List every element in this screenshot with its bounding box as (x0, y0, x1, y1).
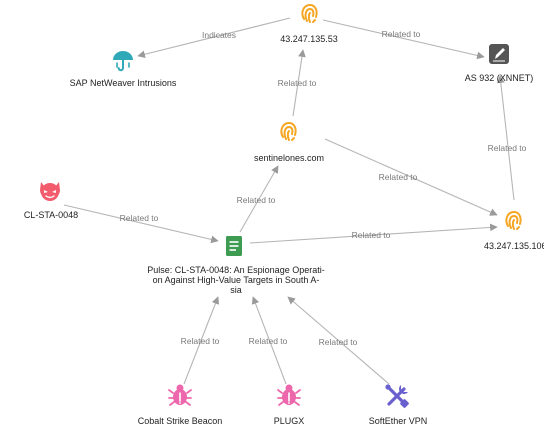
fingerprint-icon (503, 210, 523, 231)
edges: Indicates Related to Related to Related … (63, 17, 527, 385)
node-cobalt-strike-beacon[interactable]: Cobalt Strike Beacon (138, 384, 223, 427)
node-label: AS 932 (XNNET) (465, 73, 534, 83)
edge-cobalt-pulse[interactable]: Related to (181, 296, 220, 385)
edge-label: Related to (352, 230, 391, 240)
edge-actor-pulse[interactable]: Related to (63, 204, 219, 244)
node-label: 43.247.135.53 (280, 34, 338, 44)
edge-plugx-pulse[interactable]: Related to (249, 296, 288, 385)
edge-pulse-domain[interactable]: Related to (237, 165, 279, 233)
edge-ip53-sap[interactable]: Indicates (137, 17, 291, 59)
edge-domain-ip106[interactable]: Related to (324, 138, 498, 216)
edge-label: Related to (488, 143, 527, 153)
bug-icon (277, 384, 301, 406)
node-label: CL-STA-0048 (24, 210, 78, 220)
node-label: sentinelones.com (254, 153, 324, 163)
edge-ip106-asn[interactable]: Related to (488, 75, 527, 201)
node-pulse[interactable]: Pulse: CL-STA-0048: An Espionage Operati… (147, 236, 325, 295)
edge-domain-ip53[interactable]: Related to (278, 49, 317, 117)
node-as-932-xnnet[interactable]: AS 932 (XNNET) (465, 44, 534, 83)
node-cl-sta-0048[interactable]: CL-STA-0048 (24, 182, 78, 220)
node-ip-43-247-135-53[interactable]: 43.247.135.53 (280, 3, 338, 44)
node-label: 43.247.135.106 (484, 241, 544, 251)
pen-square-icon (489, 44, 509, 64)
edge-ip53-asn[interactable]: Related to (322, 19, 485, 60)
node-sentinelones-com[interactable]: sentinelones.com (254, 121, 324, 163)
tools-icon (385, 384, 409, 408)
edge-label: Indicates (202, 30, 236, 40)
node-label-line-2: on Against High-Value Targets in South A… (153, 275, 320, 285)
edge-label: Related to (237, 195, 276, 205)
node-label: SAP NetWeaver Intrusions (70, 78, 177, 88)
fingerprint-icon (278, 121, 298, 142)
edge-label: Related to (319, 337, 358, 347)
edge-label: Related to (379, 172, 418, 182)
edge-label: Related to (120, 213, 159, 223)
node-label-line-1: Pulse: CL-STA-0048: An Espionage Operati… (147, 265, 324, 275)
node-label: PLUGX (274, 416, 305, 426)
node-label-line-3: sia (230, 285, 242, 295)
umbrella-icon (113, 51, 133, 72)
node-sap-netweaver-intrusions[interactable]: SAP NetWeaver Intrusions (70, 51, 177, 88)
bug-icon (168, 384, 192, 406)
fingerprint-icon (299, 3, 319, 24)
node-label: Cobalt Strike Beacon (138, 416, 223, 426)
edge-label: Related to (278, 78, 317, 88)
node-label: SoftEther VPN (369, 416, 428, 426)
edge-pulse-ip106[interactable]: Related to (249, 223, 498, 244)
document-icon (226, 236, 242, 256)
devil-icon (40, 182, 60, 201)
edge-label: Related to (181, 336, 220, 346)
node-ip-43-247-135-106[interactable]: 43.247.135.106 (484, 210, 544, 251)
node-plugx[interactable]: PLUGX (274, 384, 305, 427)
edge-label: Related to (249, 336, 288, 346)
edge-softether-pulse[interactable]: Related to (287, 296, 390, 385)
node-softether-vpn[interactable]: SoftEther VPN (369, 384, 428, 426)
edge-label: Related to (382, 29, 421, 39)
